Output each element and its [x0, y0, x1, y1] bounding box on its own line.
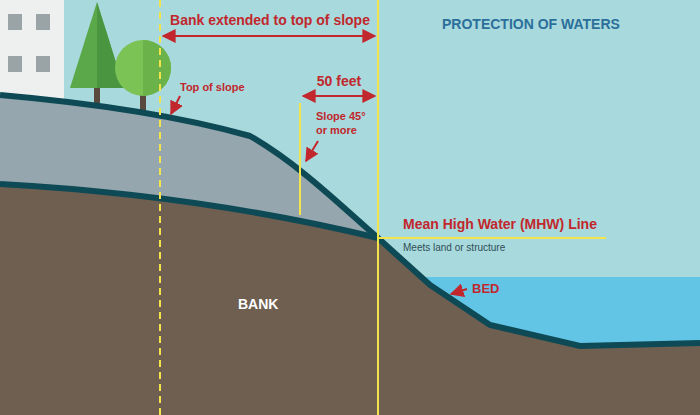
line-label: Mean High Water (MHW) Line [403, 216, 683, 234]
round-tree-shade [143, 40, 171, 96]
top-of-slope-line [159, 0, 161, 415]
window [8, 14, 22, 30]
callout-label: BED [472, 281, 532, 297]
building [0, 0, 64, 100]
dimension-label: 50 feet [302, 73, 376, 91]
fifty-foot-line [299, 103, 301, 215]
pine-tree [70, 2, 124, 88]
mhw-vertical-line [377, 0, 379, 415]
window [8, 56, 22, 72]
window [36, 56, 50, 72]
mhw-line [378, 237, 606, 239]
window [36, 14, 50, 30]
pointer-arrow [451, 289, 467, 294]
ground-surface-line [0, 95, 378, 238]
round-tree [115, 40, 171, 96]
pointer-arrow [171, 96, 180, 114]
region-label: BANK [238, 296, 328, 314]
callout-label: Slope 45° or more [316, 110, 378, 138]
bank-bed-line [0, 184, 700, 346]
note-label: Meets land or structure [403, 242, 623, 255]
dimension-arrow [163, 35, 375, 37]
dimension-label: Bank extended to top of slope [164, 12, 376, 30]
pointer-arrow [306, 141, 318, 161]
dimension-arrow [303, 95, 375, 97]
callout-label: Top of slope [180, 81, 280, 95]
diagram-title: PROTECTION OF WATERS [442, 16, 692, 34]
ground [0, 184, 700, 415]
water [420, 277, 700, 346]
